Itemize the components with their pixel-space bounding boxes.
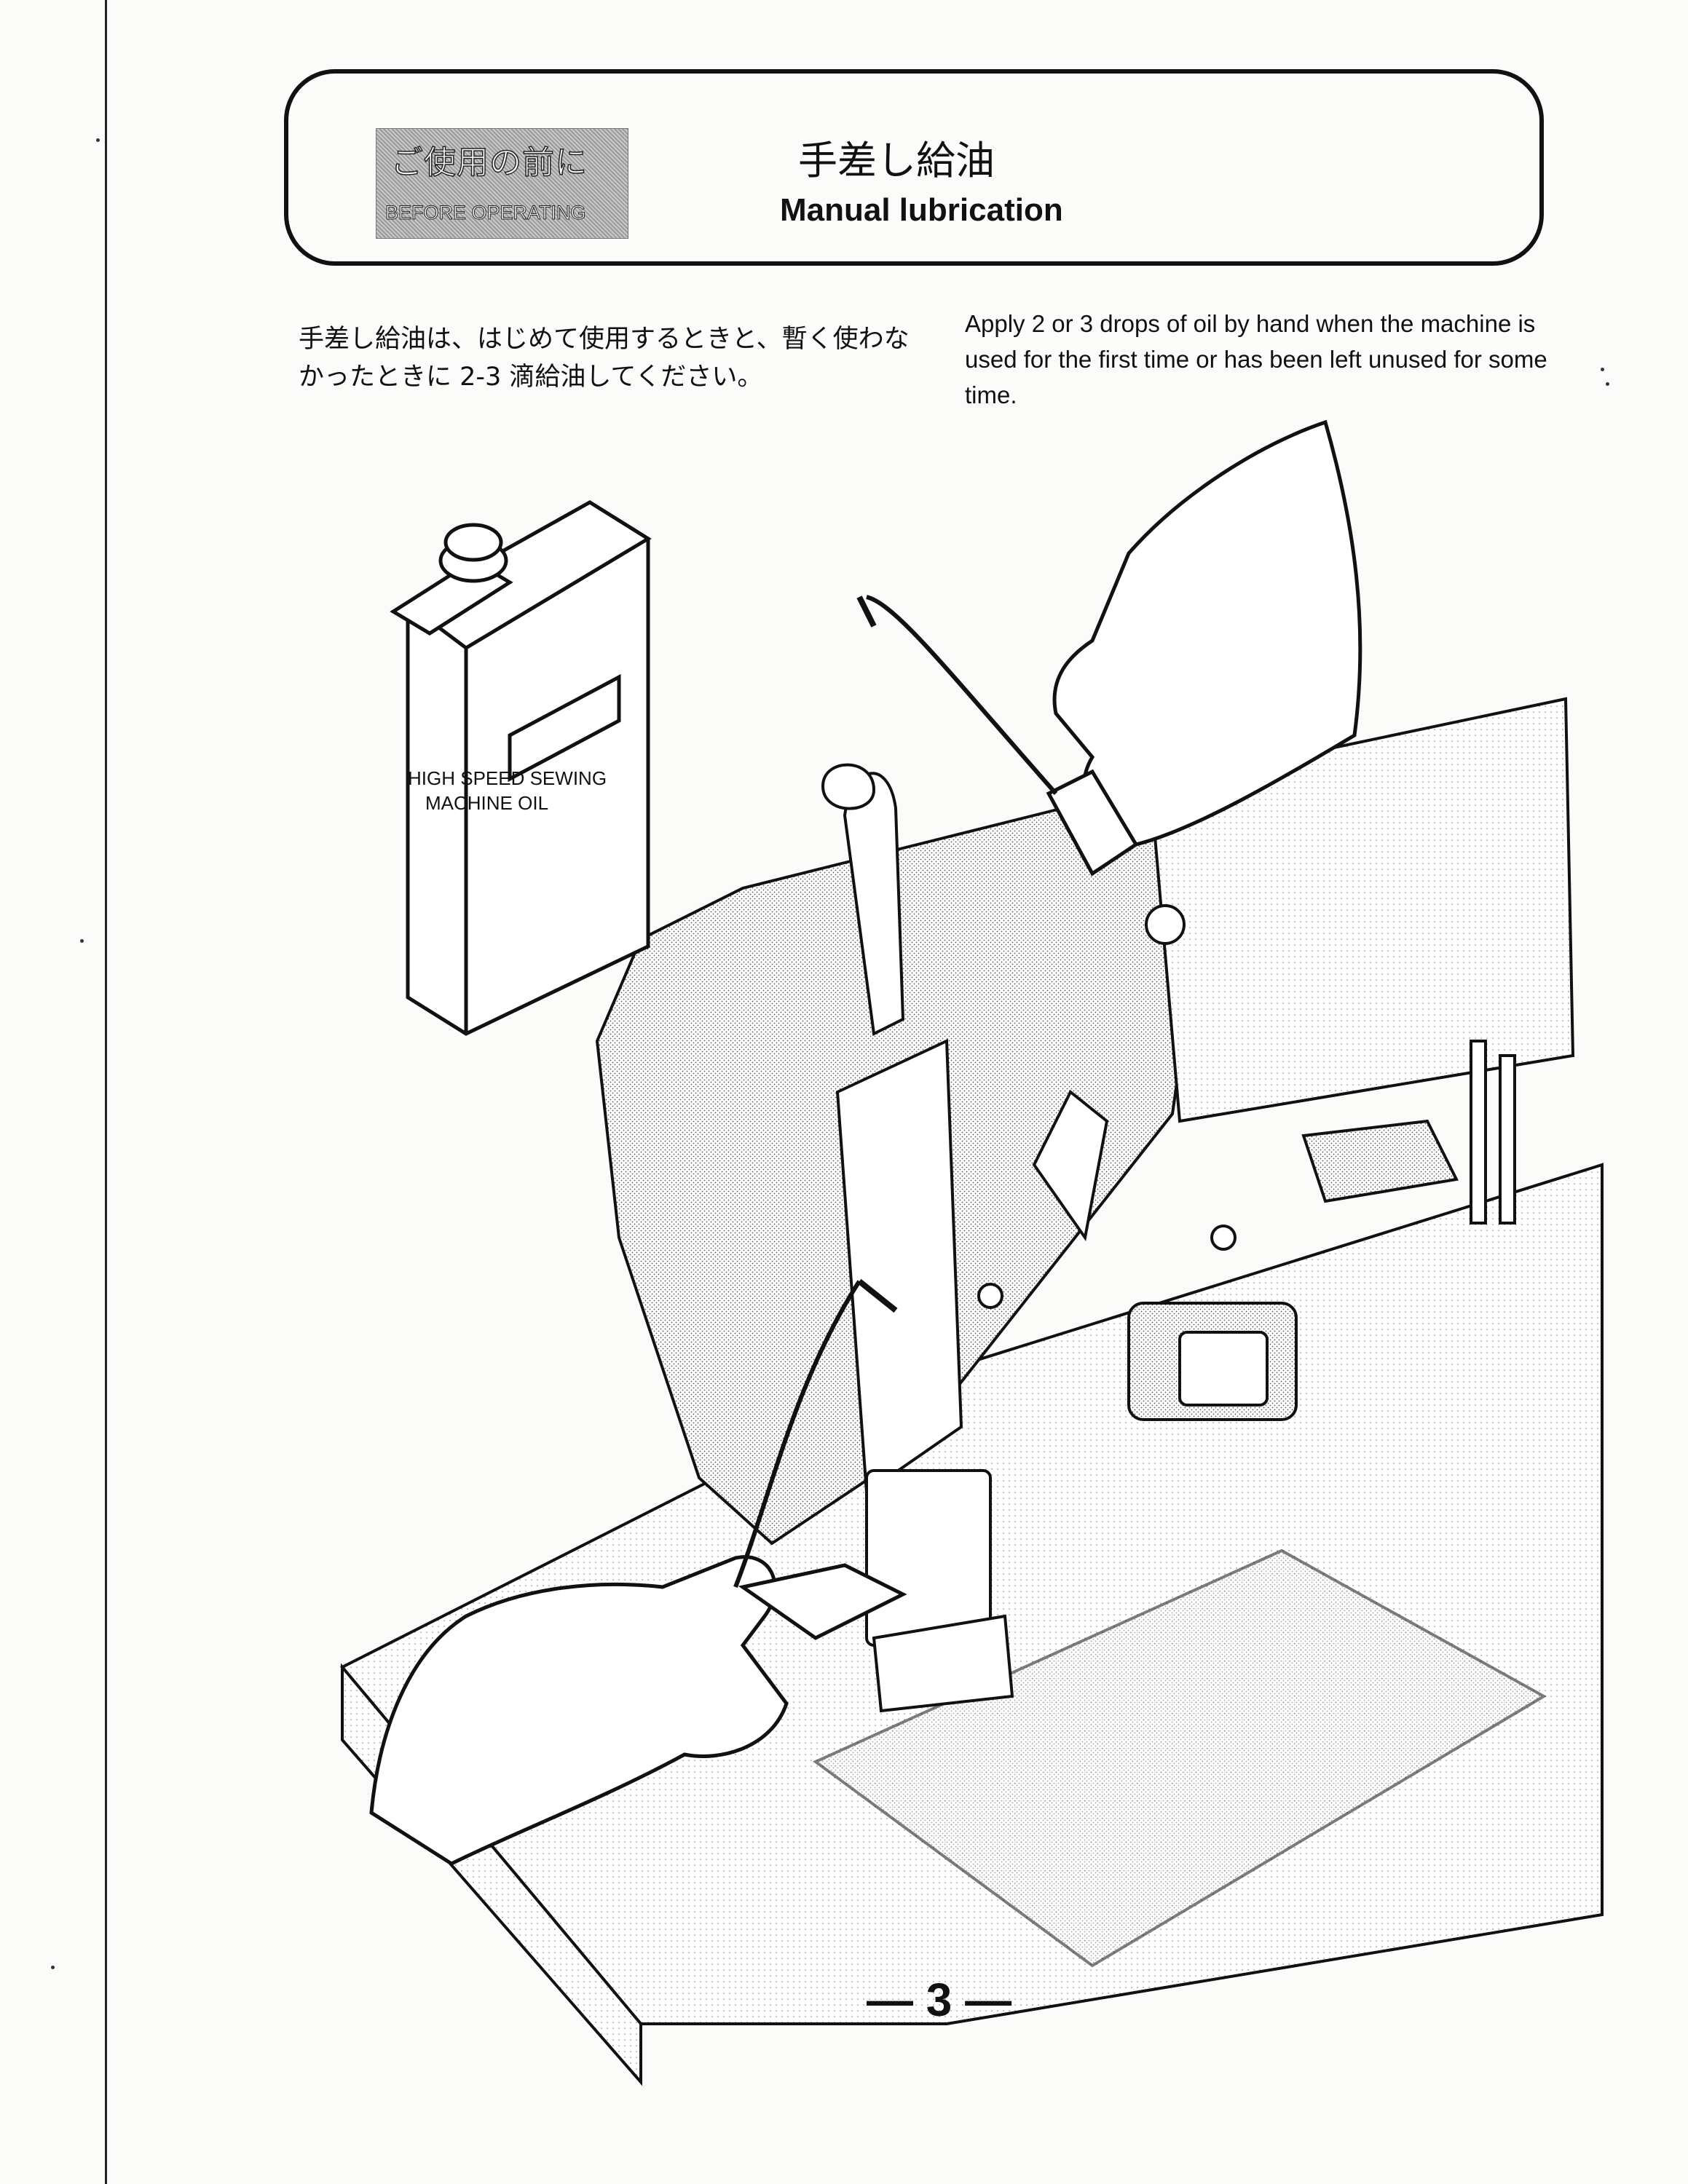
- section-header: ご使用の前に BEFORE OPERATING 手差し給油 Manual lub…: [284, 69, 1544, 266]
- instruction-text-jp: 手差し給油は、はじめて使用するときと、暫く使わなかったときに 2-3 滴給油して…: [299, 325, 910, 392]
- page-number: — 3 —: [867, 1974, 1012, 2026]
- hand-top-with-oiler: [856, 419, 1362, 877]
- scan-speck: [51, 1966, 55, 1969]
- instruction-text-en: Apply 2 or 3 drops of oil by hand when t…: [965, 310, 1547, 408]
- oil-can-label-line2: MACHINE OIL: [425, 792, 549, 814]
- section-title-jp: 手差し給油: [798, 138, 995, 183]
- oil-can-label-line1: HIGH SPEED SEWING: [408, 767, 607, 789]
- badge-label-jp: ご使用の前に: [390, 143, 588, 182]
- presser-foot-assembly: [865, 1089, 1298, 1713]
- scan-speck: [80, 939, 84, 943]
- scan-speck: [1606, 382, 1609, 386]
- sewing-machine-head: [595, 697, 1575, 1546]
- scan-speck: [96, 138, 100, 142]
- scan-speck: [1601, 368, 1604, 371]
- badge-label-en: BEFORE OPERATING: [385, 202, 587, 224]
- oil-can-label: HIGH SPEED SEWING MACHINE OIL: [408, 766, 607, 815]
- oil-can: [390, 500, 652, 1036]
- section-title-en: Manual lubrication: [780, 192, 1063, 228]
- thread-guide-post: [1301, 1040, 1516, 1224]
- page-binding-edge: [105, 0, 107, 2184]
- hand-bottom-with-oiler: [369, 1278, 907, 1866]
- before-operating-badge: ご使用の前に BEFORE OPERATING: [376, 128, 628, 239]
